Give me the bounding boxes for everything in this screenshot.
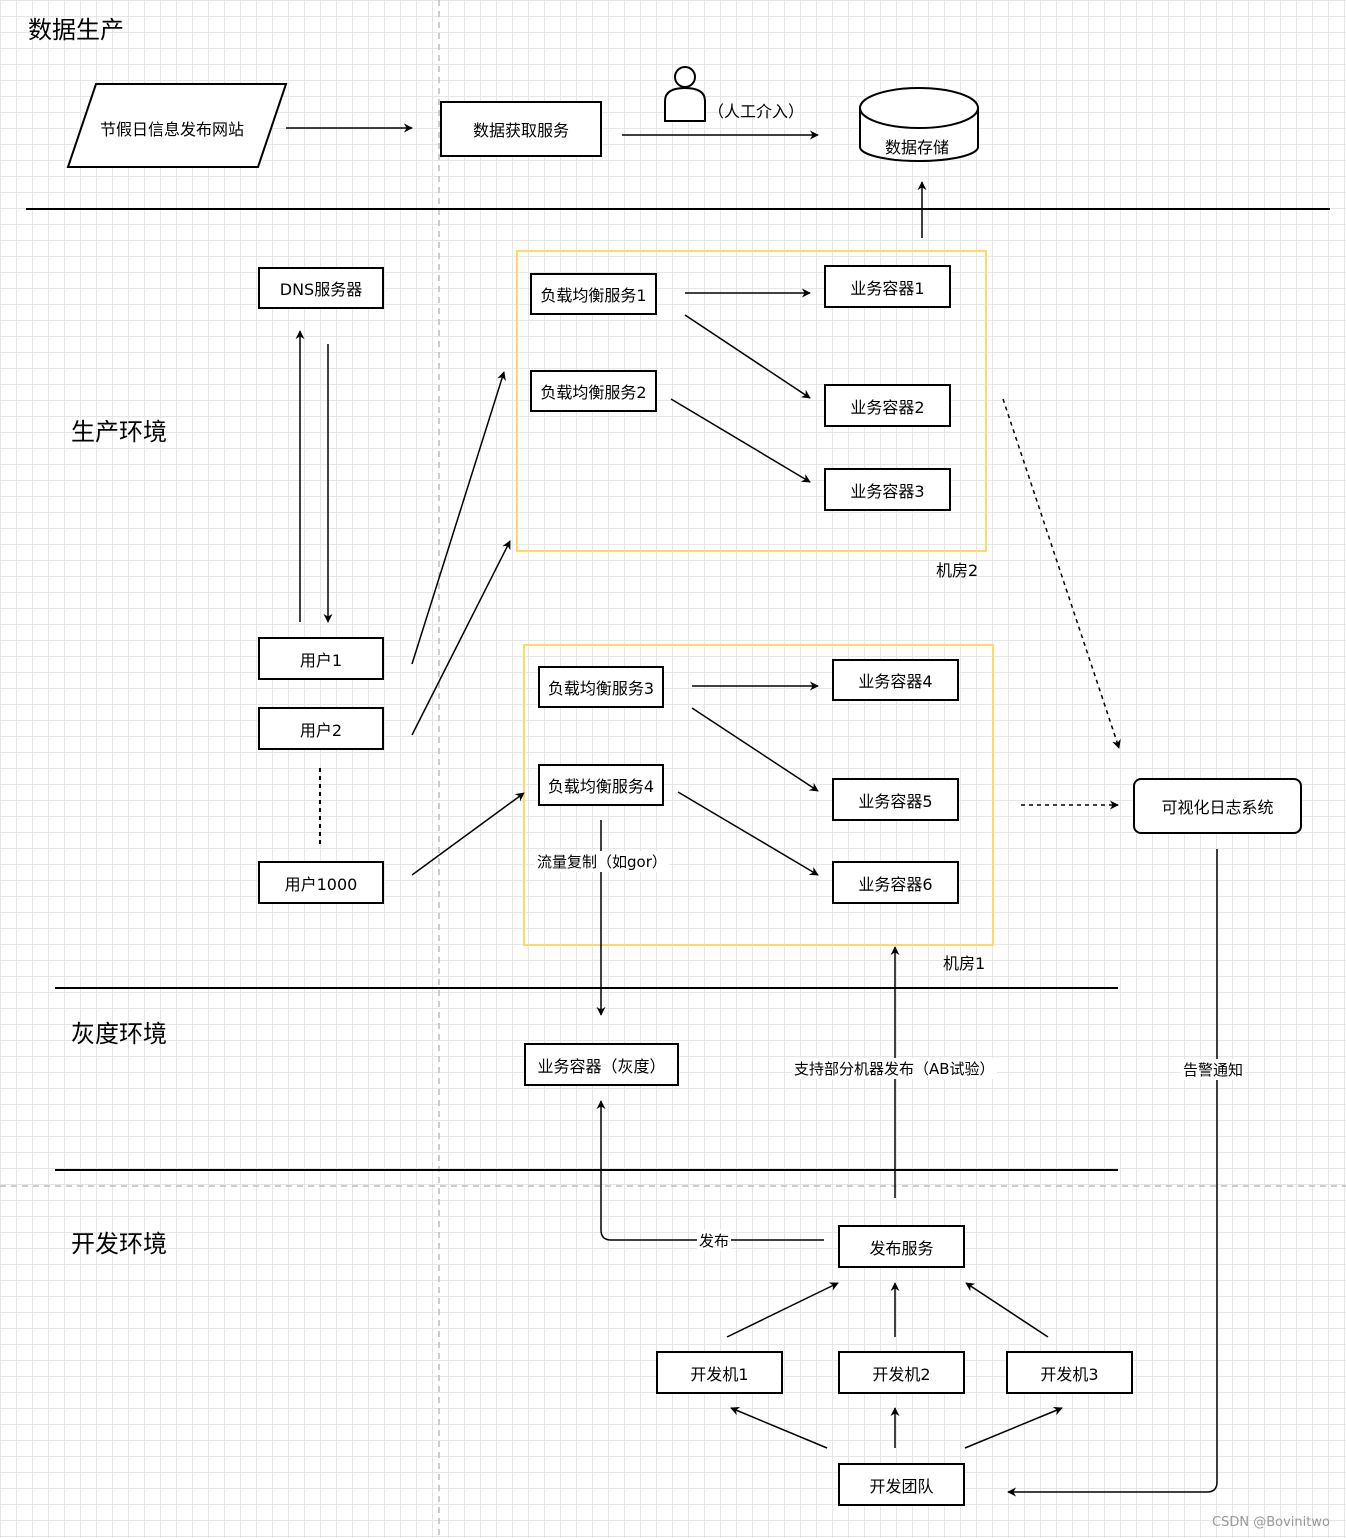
manual-label: （人工介入） <box>708 102 805 121</box>
container-label-1: 业务容器1 <box>850 278 925 298</box>
arrow-alert <box>1007 849 1218 1497</box>
container-label-2: 业务容器2 <box>850 397 925 417</box>
arrow-user1000-to-room1 <box>411 792 525 876</box>
storage-label: 数据存储 <box>885 138 950 157</box>
arrow-team-to-dev1 <box>730 1406 828 1449</box>
publish-label: 发布 <box>697 1230 732 1251</box>
arrow-lb1-to-c2 <box>684 314 811 399</box>
alert-label: 告警通知 <box>1181 1059 1246 1080</box>
room1-label: 机房1 <box>943 954 986 973</box>
load-balancer-box-3[interactable]: 负载均衡服务3 <box>538 666 664 708</box>
fetch-service-label: 数据获取服务 <box>472 121 569 140</box>
arrow-lb2-to-c3 <box>670 398 811 483</box>
arrow-dev1-to-publish <box>726 1282 839 1338</box>
gray-container-box[interactable]: 业务容器（灰度） <box>524 1043 679 1086</box>
room2-frame <box>516 250 987 552</box>
arrow-room2-to-logs <box>1002 398 1121 749</box>
section-title-data-production: 数据生产 <box>28 16 124 44</box>
room2-label: 机房2 <box>936 561 979 580</box>
container-box-5[interactable]: 业务容器5 <box>832 778 959 821</box>
arrow-user1-to-room2 <box>411 371 506 665</box>
container-box-6[interactable]: 业务容器6 <box>832 861 959 904</box>
arrow-lb4-to-c6 <box>677 791 819 876</box>
dev-machine-box-1[interactable]: 开发机1 <box>656 1351 783 1394</box>
fetch-service-box[interactable]: 数据获取服务 <box>440 101 602 157</box>
user-box-1000[interactable]: 用户1000 <box>258 861 384 904</box>
arrow-team-to-dev3 <box>964 1406 1063 1449</box>
dev-machine-box-3[interactable]: 开发机3 <box>1006 1351 1133 1394</box>
arrow-user2-to-room2 <box>411 540 511 736</box>
load-balancer-box-2[interactable]: 负载均衡服务2 <box>530 370 657 412</box>
container-box-3[interactable]: 业务容器3 <box>824 468 951 511</box>
user-box-2[interactable]: 用户2 <box>258 707 384 750</box>
load-balancer-label-3: 负载均衡服务3 <box>547 679 655 698</box>
section-title-production: 生产环境 <box>71 418 167 446</box>
log-system-box[interactable]: 可视化日志系统 <box>1133 778 1302 834</box>
container-box-1[interactable]: 业务容器1 <box>824 265 951 308</box>
section-title-gray: 灰度环境 <box>71 1020 167 1048</box>
user-box-1[interactable]: 用户1 <box>258 637 384 680</box>
load-balancer-box-4[interactable]: 负载均衡服务4 <box>538 764 664 806</box>
dev-machine-box-2[interactable]: 开发机2 <box>838 1351 965 1394</box>
arrow-publish-to-gray <box>596 1100 824 1241</box>
dns-server-label: DNS服务器 <box>279 280 363 299</box>
dev-team-box[interactable]: 开发团队 <box>838 1463 965 1506</box>
dev-machine-label-3: 开发机3 <box>1040 1364 1099 1384</box>
holiday-site-label: 节假日信息发布网站 <box>100 120 245 139</box>
container-label-6: 业务容器6 <box>858 874 933 894</box>
load-balancer-box-1[interactable]: 负载均衡服务1 <box>530 273 657 315</box>
traffic-copy-label: 流量复制（如gor） <box>535 851 669 872</box>
load-balancer-label-4: 负载均衡服务4 <box>547 777 655 796</box>
gray-container-label: 业务容器（灰度） <box>537 1056 666 1076</box>
dev-machine-label-2: 开发机2 <box>872 1364 931 1384</box>
load-balancer-label-2: 负载均衡服务2 <box>540 383 647 402</box>
arrow-lb3-to-c5 <box>691 707 819 792</box>
dev-team-label: 开发团队 <box>869 1476 934 1496</box>
database-icon <box>859 87 979 162</box>
publish-service-label: 发布服务 <box>869 1238 934 1258</box>
user-label-1: 用户1 <box>299 650 343 670</box>
container-box-4[interactable]: 业务容器4 <box>832 659 959 701</box>
ab-release-label: 支持部分机器发布（AB试验） <box>792 1058 997 1079</box>
container-box-2[interactable]: 业务容器2 <box>824 384 951 427</box>
container-label-4: 业务容器4 <box>858 672 933 691</box>
container-label-5: 业务容器5 <box>858 791 933 811</box>
user-label-1000: 用户1000 <box>284 874 358 894</box>
publish-service-box[interactable]: 发布服务 <box>838 1225 965 1268</box>
person-icon <box>664 66 706 122</box>
log-system-label: 可视化日志系统 <box>1161 798 1274 817</box>
container-label-3: 业务容器3 <box>850 481 925 501</box>
dns-server-box[interactable]: DNS服务器 <box>258 267 384 309</box>
dev-machine-label-1: 开发机1 <box>690 1364 749 1384</box>
arrow-dev3-to-publish <box>965 1282 1049 1338</box>
load-balancer-label-1: 负载均衡服务1 <box>540 286 647 305</box>
section-title-development: 开发环境 <box>71 1230 167 1258</box>
watermark: CSDN @Bovinitwo <box>1212 1515 1330 1530</box>
holiday-site-shape <box>66 83 288 168</box>
user-label-2: 用户2 <box>299 720 343 740</box>
